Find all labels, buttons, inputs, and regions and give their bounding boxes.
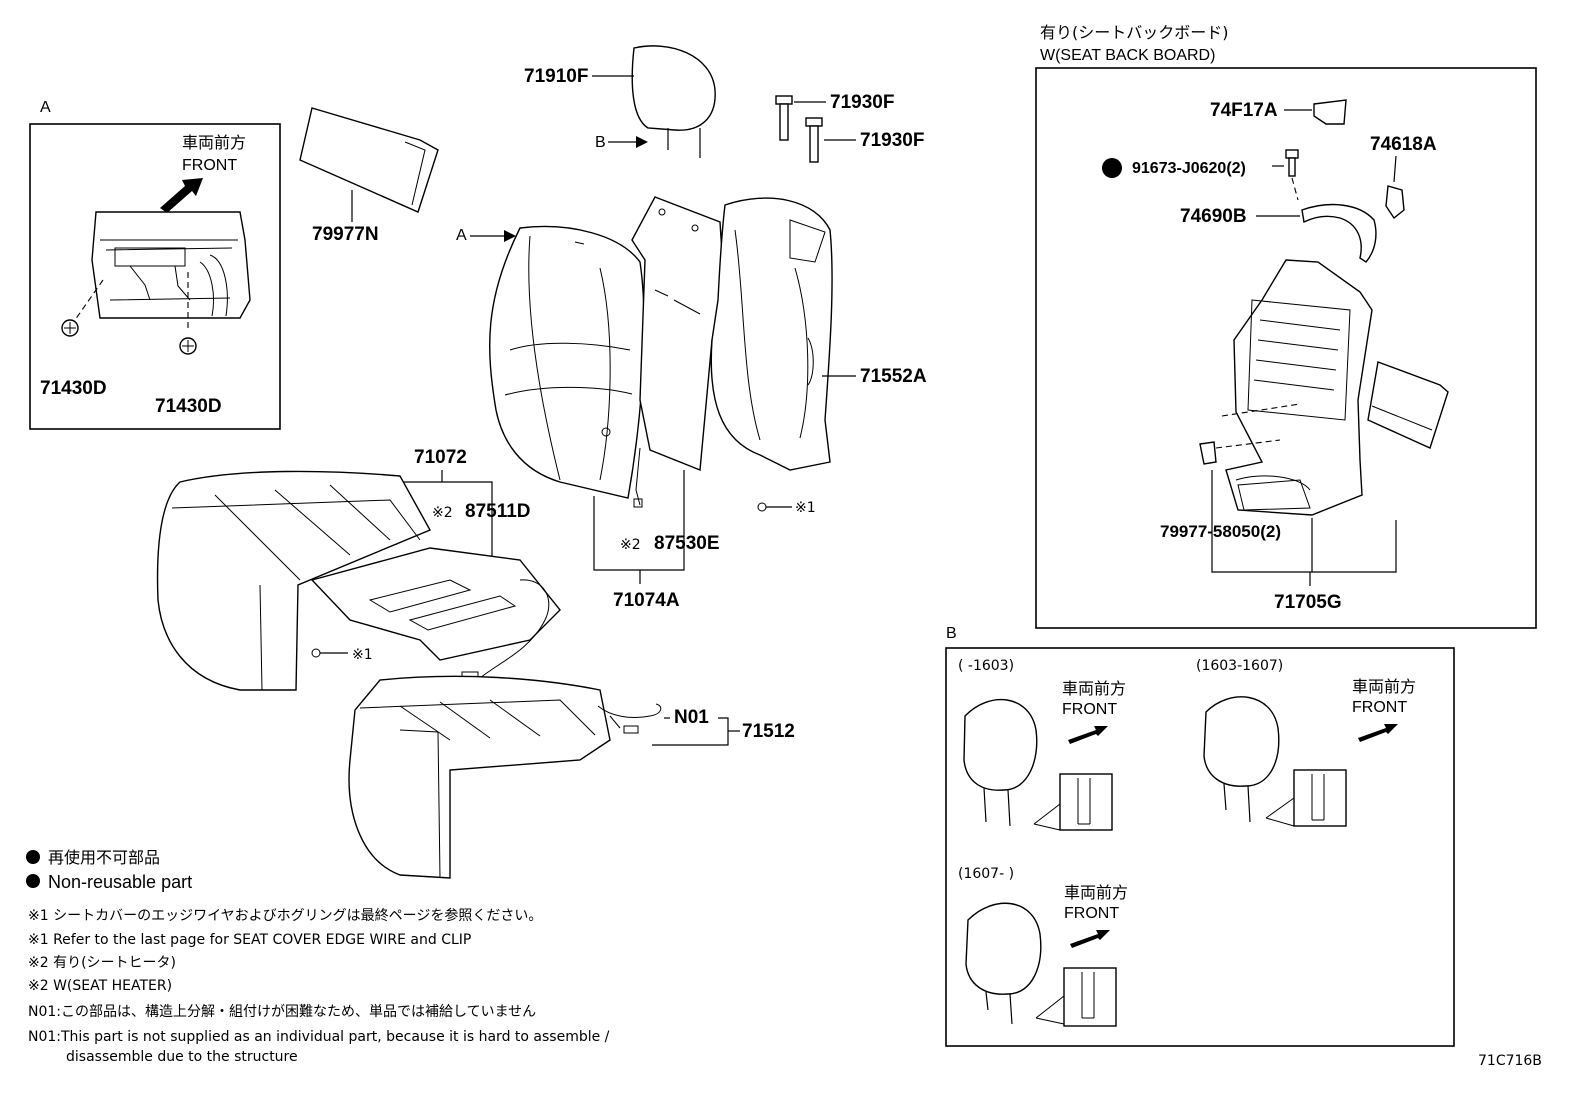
note2-mark-b: ※2: [620, 537, 641, 553]
part-71072-label: 71072: [414, 447, 467, 468]
part-71552a-label: 71552A: [860, 366, 927, 387]
part-79977n-label: 79977N: [312, 224, 379, 245]
seat-back-board-box: [1035, 67, 1537, 629]
part-71512-label: 71512: [742, 721, 795, 742]
board-side-panel-drawing: [1367, 361, 1449, 449]
seat-back-board-title-en: W(SEAT BACK BOARD): [1040, 47, 1215, 64]
headrest-drawing: [631, 45, 716, 158]
clip-71430d-left-drawing: [61, 279, 104, 337]
heater-connector-drawing: [597, 703, 662, 734]
bolt-91673-drawing: [1285, 149, 1299, 201]
note-line-7: disassemble due to the structure: [66, 1049, 298, 1065]
seat-back-board-drawing: [1225, 259, 1373, 516]
part-87511d-label: 87511D: [465, 501, 531, 522]
legend-nonreusable-jp: 再使用不可部品: [48, 848, 160, 867]
part-71705g-label: 71705G: [1274, 592, 1342, 613]
part-71074a-label: 71074A: [613, 590, 680, 611]
clip-71430d-right-drawing: [179, 272, 197, 355]
legend-bullet-icon-2: [26, 874, 40, 888]
seatback-cover-drawing: [489, 225, 645, 499]
variant-2-front-en: FRONT: [1352, 699, 1407, 716]
note2-mark-a: ※2: [432, 505, 453, 521]
part-91673-label: 91673-J0620(2): [1132, 160, 1246, 177]
variant-3-front-en: FRONT: [1064, 905, 1119, 922]
a-callout-arrow-icon: [470, 230, 516, 242]
headrest-guide-1-drawing: [775, 95, 793, 141]
note-line-3: ※2 有り(シートヒータ): [28, 955, 176, 971]
variant-2-headrest-drawing: [1203, 696, 1280, 823]
variant-1-range: ( -1603): [958, 658, 1014, 674]
note-line-1: ※1 シートカバーのエッジワイヤおよびホグリングは最終ページを参照ください。: [28, 907, 542, 924]
part-71910f-label: 71910F: [524, 66, 588, 87]
seat-back-board-title-jp: 有り(シートバックボード): [1040, 23, 1229, 42]
variant-2-front-jp: 車両前方: [1352, 677, 1416, 696]
non-reusable-bullet-icon: [1102, 158, 1122, 178]
diagram-code: 71C716B: [1478, 1053, 1542, 1069]
part-74618a-drawing: [1385, 185, 1405, 220]
part-79977n-drawing: [299, 107, 439, 213]
variant-1-front-jp: 車両前方: [1062, 679, 1126, 698]
part-n01-label: N01: [674, 707, 709, 728]
variant-3-front-jp: 車両前方: [1064, 883, 1128, 902]
panel-a-front-jp: 車両前方: [182, 133, 246, 152]
variant-1-stay-detail: [1033, 773, 1113, 831]
variant-2-stay-detail: [1265, 769, 1347, 827]
seatback-top-detail-drawing: [91, 211, 251, 319]
variant-2-range: (1603-1607): [1196, 658, 1283, 674]
part-71430d-left: 71430D: [40, 378, 107, 399]
variant-3-stay-detail: [1035, 967, 1117, 1027]
part-87530e-label: 87530E: [654, 533, 720, 554]
panel-b-box: [945, 647, 1455, 1047]
note-line-2: ※1 Refer to the last page for SEAT COVER…: [28, 932, 471, 948]
variant-3-headrest-drawing: [965, 902, 1042, 1025]
front-direction-arrow-icon: [160, 178, 203, 213]
variant-3-front-arrow-icon: [1070, 930, 1110, 948]
legend-bullet-icon-1: [26, 850, 40, 864]
panel-a-box: [29, 123, 281, 430]
note-line-4: ※2 W(SEAT HEATER): [28, 978, 172, 994]
b-callout-label: B: [595, 134, 606, 151]
variant-1-front-en: FRONT: [1062, 701, 1117, 718]
part-79977-58050-label: 79977-58050(2): [1160, 522, 1281, 541]
panel-b-label: B: [946, 625, 957, 642]
variant-1-headrest-drawing: [963, 698, 1038, 827]
part-74618a-label: 74618A: [1370, 134, 1437, 155]
seat-cushion-heater-drawing: [310, 547, 561, 681]
part-74f17a-label: 74F17A: [1210, 100, 1278, 121]
hog-ring-icon-b: [311, 648, 348, 658]
seat-cushion-pad-drawing: [348, 675, 611, 879]
panel-a-label: A: [40, 99, 51, 116]
legend-nonreusable-en: Non-reusable part: [48, 872, 192, 892]
note-line-5: N01:この部品は、構造上分解・組付けが困難なため、単品では補給していません: [28, 1004, 536, 1020]
part-71930f-label-b: 71930F: [860, 130, 924, 151]
note1-mark-a: ※1: [795, 500, 816, 516]
part-74f17a-drawing: [1313, 99, 1347, 125]
variant-3-range: (1607- ): [958, 866, 1014, 882]
part-71430d-right: 71430D: [155, 396, 222, 417]
seatback-pad-drawing: [710, 197, 833, 471]
clip-79977-58050-drawing: [1199, 441, 1217, 465]
part-71930f-label-a: 71930F: [830, 92, 894, 113]
variant-1-front-arrow-icon: [1068, 726, 1108, 744]
part-74690b-label: 74690B: [1180, 206, 1247, 227]
a-callout-label: A: [456, 227, 467, 244]
hog-ring-icon-a: [757, 502, 792, 512]
note1-mark-b: ※1: [352, 647, 373, 663]
variant-2-front-arrow-icon: [1358, 724, 1398, 742]
headrest-guide-2-drawing: [805, 117, 823, 163]
note-line-6: N01:This part is not supplied as an indi…: [28, 1029, 610, 1045]
seat-cushion-cover-drawing: [156, 470, 431, 691]
panel-a-front-en: FRONT: [182, 157, 237, 174]
part-74690b-drawing: [1301, 203, 1377, 263]
b-callout-arrow-icon: [608, 136, 648, 148]
